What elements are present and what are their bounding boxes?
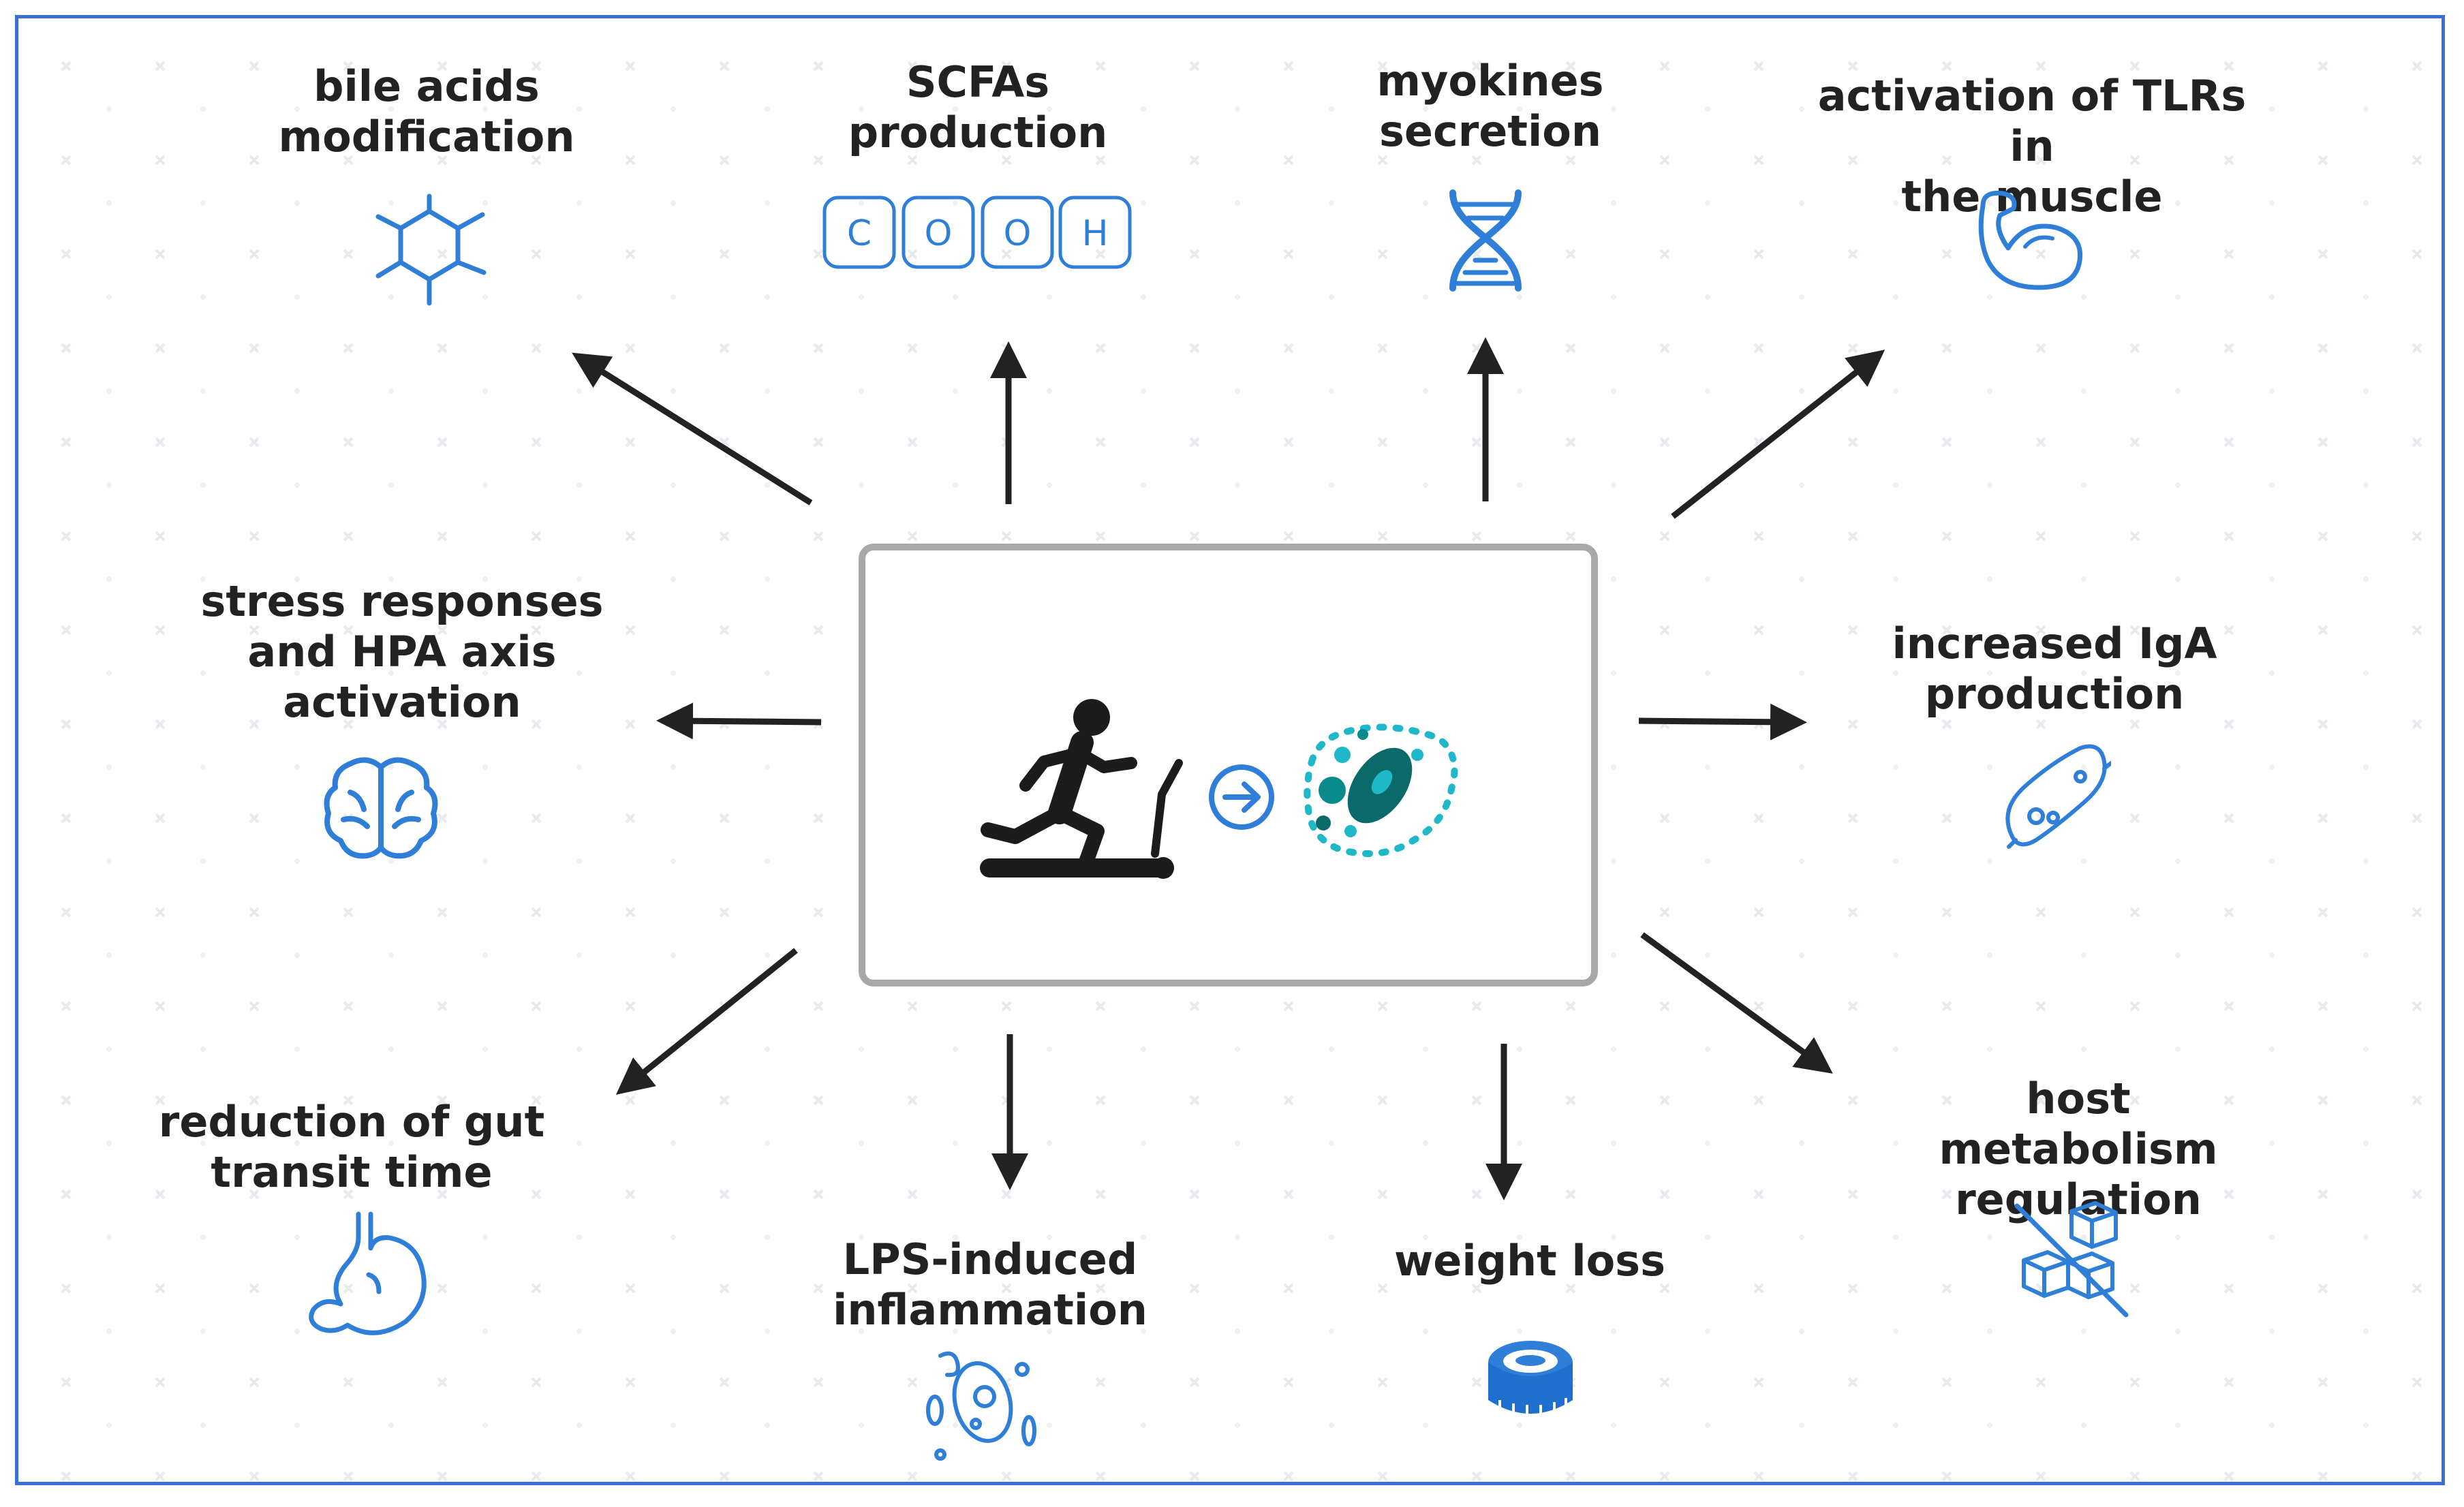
cooh-letter: C [847,213,872,254]
gut-microbiota-icon [1304,724,1458,857]
label-scfa: SCFAs production [848,57,1108,157]
stomach-icon [309,1211,427,1335]
arrow-to-bile-acids [572,352,813,506]
sugar-cubes-icon [2014,1201,2129,1318]
bacteria-cell-icon [926,1351,1036,1461]
muscle-arm-icon [1978,190,2083,290]
label-transit: reduction of gut transit time [158,1097,545,1197]
microbe-icon [2005,744,2111,849]
arrow-to-metabolism [1640,932,1833,1074]
treadmill-runner-icon [980,699,1183,879]
arrow-to-stress [656,702,822,740]
arrow-to-tlr [1671,349,1885,519]
label-tlr: activation of TLRs in the muscle [1817,71,2247,221]
cooh-icon: C O O H [822,196,1132,269]
cooh-letter: O [1004,213,1032,254]
arrow-right-circle-icon [1209,764,1274,830]
label-bile-acids: bile acids modification [278,61,575,161]
dna-icon [1449,189,1522,292]
cooh-letter: O [925,213,953,254]
measuring-tape-icon [1488,1341,1573,1420]
central-exercise-box [859,544,1598,986]
central-illustration [980,699,1458,879]
label-metabolism: host metabolism regulation [1939,1074,2218,1224]
label-weight: weight loss [1394,1236,1665,1286]
molecule-icon [375,193,487,306]
label-myokines: myokines secretion [1376,56,1604,156]
arrow-to-iga [1638,703,1807,741]
label-stress: stress responses and HPA axis activation [200,576,604,727]
brain-icon [324,757,438,859]
cooh-letter: H [1081,213,1108,254]
arrow-to-transit [615,948,798,1095]
label-iga: increased IgA production [1892,619,2217,719]
figure-frame [15,15,2445,1485]
label-lps: LPS-induced inflammation [833,1234,1148,1335]
